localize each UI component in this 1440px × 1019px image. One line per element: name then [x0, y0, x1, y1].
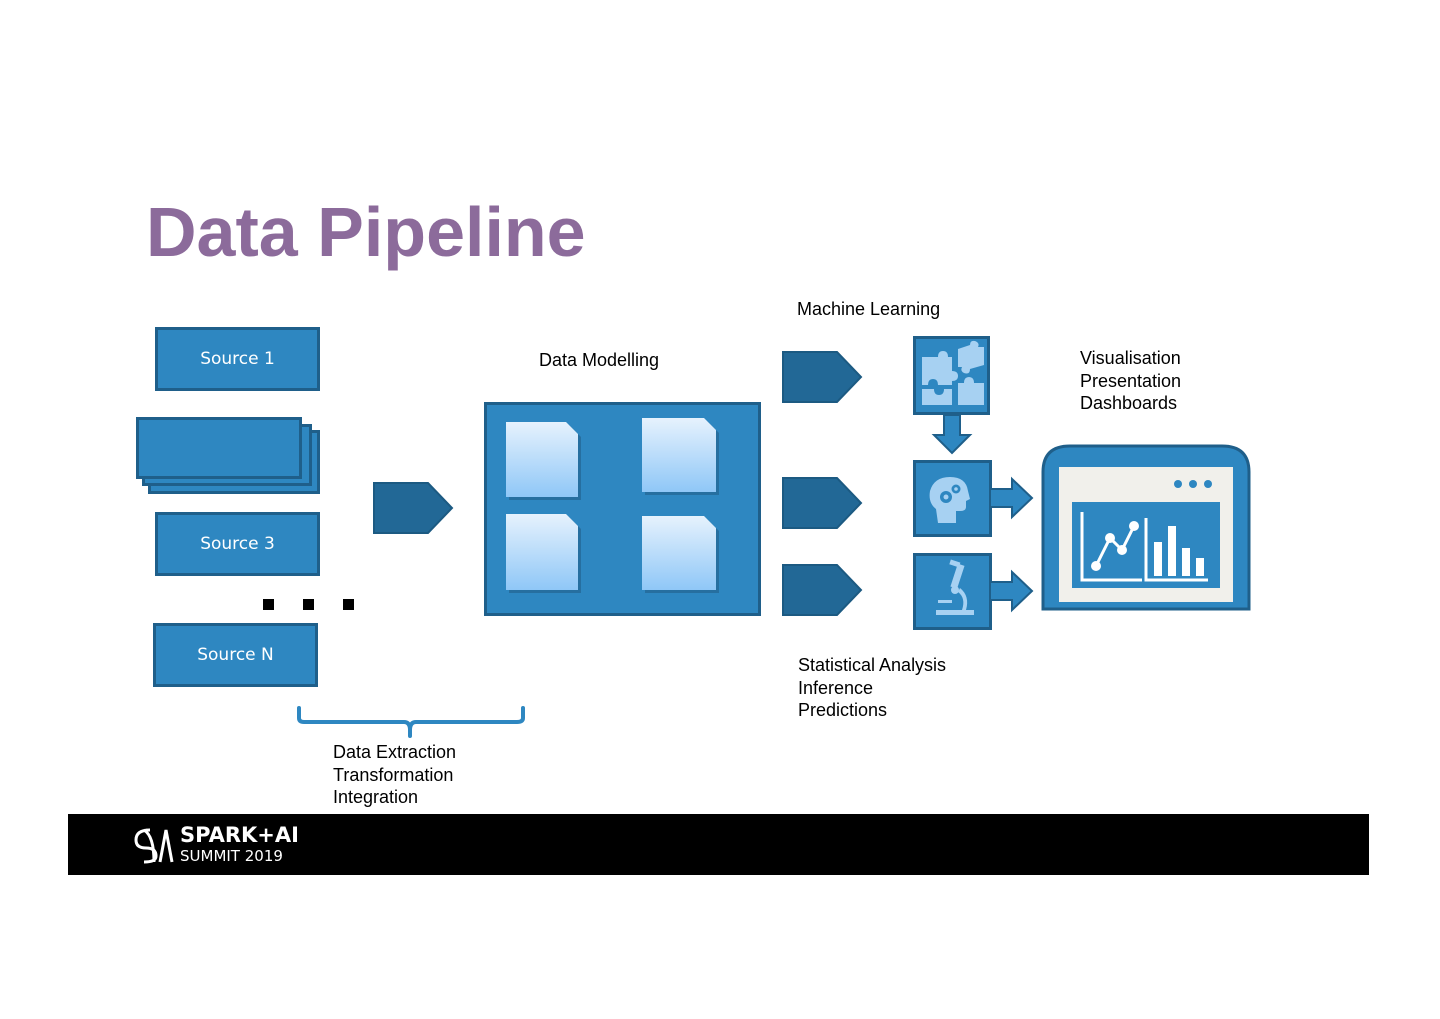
label-statistical-analysis: Statistical Analysis [798, 655, 947, 675]
label-data-extraction: Data Extraction [333, 742, 457, 762]
extraction-labels: Data Extraction Transformation Integrati… [333, 741, 456, 809]
logo-line1: SPARK+AI [180, 823, 299, 847]
source-3-label: Source 3 [200, 534, 275, 554]
brain-box [913, 460, 1034, 537]
ellipsis-dot [343, 599, 354, 610]
source-3-box: Source 3 [155, 512, 320, 576]
label-machine-learning: Machine Learning [797, 299, 941, 319]
source-1-label: Source 1 [200, 349, 275, 369]
label-data-modelling: Data Modelling [539, 350, 660, 370]
pipeline-arrow-icon [782, 477, 863, 529]
label-dashboards: Dashboards [1080, 393, 1178, 413]
label-presentation: Presentation [1080, 370, 1182, 391]
pipeline-arrow-icon [782, 564, 863, 616]
source-1-box: Source 1 [155, 327, 320, 391]
data-modelling-box [484, 402, 761, 616]
spark-ai-logo-icon [134, 828, 174, 864]
label-integration: Integration [333, 787, 419, 807]
brace-icon [297, 706, 525, 738]
pipeline-arrow-icon [782, 351, 863, 403]
document-icon [506, 514, 581, 593]
head-gears-icon [929, 477, 970, 523]
source-n-box: Source N [153, 623, 318, 687]
source-stack-front [136, 417, 302, 479]
document-icon [642, 418, 719, 495]
document-icon [506, 422, 581, 500]
label-visualisation: Visualisation [1080, 348, 1181, 368]
label-transformation: Transformation [333, 764, 454, 785]
label-predictions: Predictions [798, 700, 888, 720]
microscope-icon [936, 559, 974, 615]
stats-labels: Statistical Analysis Inference Predictio… [798, 654, 946, 722]
puzzle-box [913, 336, 990, 455]
label-inference: Inference [798, 677, 874, 698]
document-icon [642, 516, 719, 593]
footer-bar: SPARK+AI SUMMIT 2019 [68, 814, 1369, 875]
logo-line2: SUMMIT 2019 [180, 847, 283, 865]
slide-title: Data Pipeline [146, 193, 586, 271]
microscope-box [913, 553, 1034, 630]
source-n-label: Source N [197, 645, 274, 665]
ellipsis-dot [303, 599, 314, 610]
pipeline-arrow-icon [373, 482, 454, 534]
puzzle-icon [922, 340, 984, 405]
viz-labels: Visualisation Presentation Dashboards [1080, 347, 1181, 415]
dashboard-icon [1041, 444, 1251, 611]
ellipsis-dot [263, 599, 274, 610]
